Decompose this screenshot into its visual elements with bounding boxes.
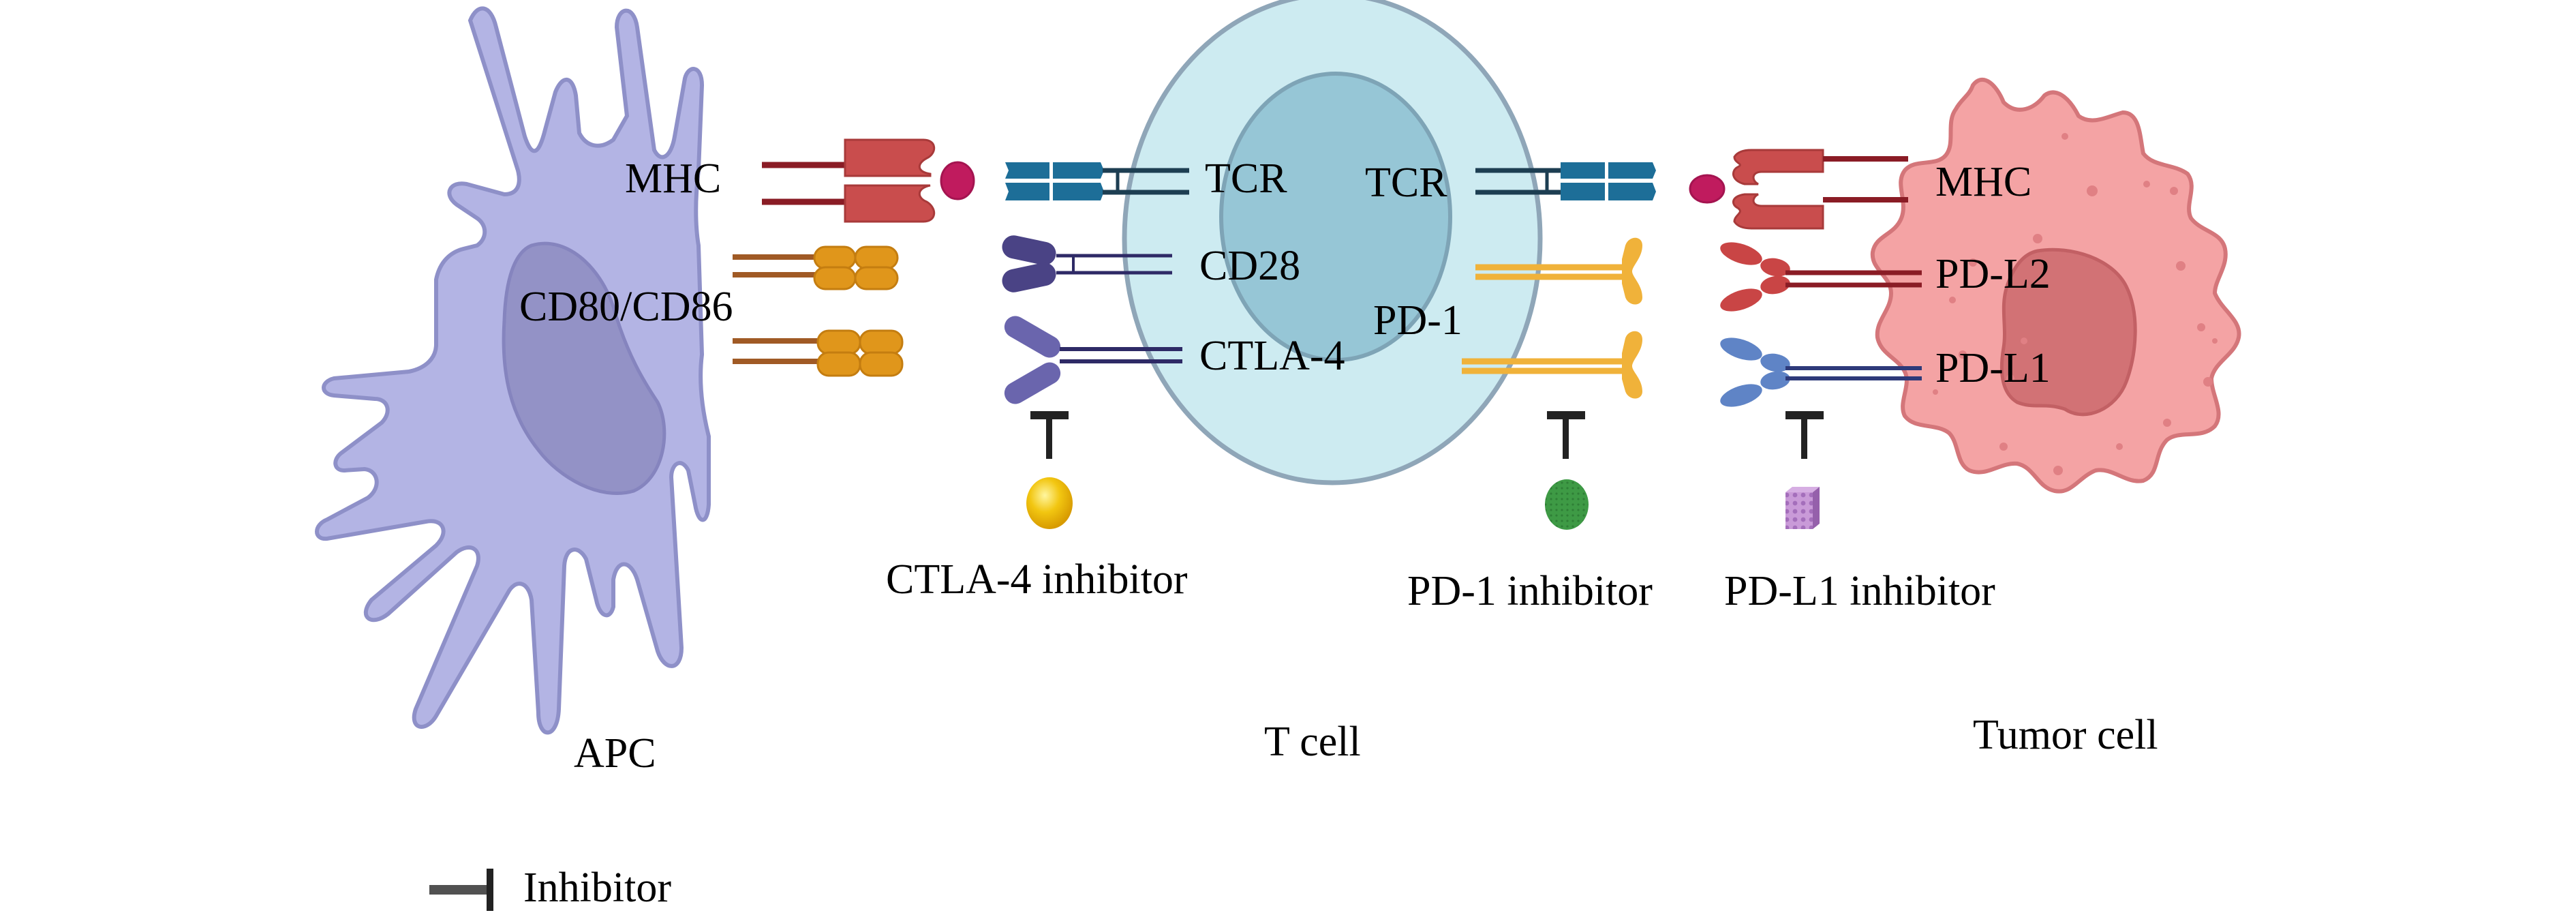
tumor-cell-name-label: Tumor cell bbox=[1973, 712, 2158, 758]
tumor-mhc bbox=[1732, 149, 1908, 230]
pd1-top bbox=[1475, 237, 1642, 305]
legend-inhibitor-tbar-icon bbox=[429, 869, 493, 911]
tumor-cell bbox=[1870, 78, 2241, 494]
pd1-inhibitor-tbar-icon bbox=[1547, 411, 1585, 459]
apc-cd80-cd86-top bbox=[733, 245, 899, 290]
tcr-right bbox=[1475, 162, 1656, 200]
ctla4 bbox=[1004, 316, 1182, 404]
tumor-mhc-label: MHC bbox=[1935, 159, 2031, 205]
yellow-sphere-icon bbox=[1026, 477, 1073, 529]
tcr-right-label: TCR bbox=[1365, 160, 1447, 206]
green-sphere-icon bbox=[1545, 479, 1589, 530]
pd-l2-label: PD-L2 bbox=[1935, 251, 2051, 297]
pd1-inhibitor-label: PD-1 inhibitor bbox=[1407, 568, 1653, 614]
purple-cube-icon bbox=[1785, 487, 1820, 529]
pd-l1 bbox=[1720, 338, 1922, 407]
apc-cd80-cd86-label: CD80/CD86 bbox=[519, 284, 733, 330]
legend-inhibitor-label: Inhibitor bbox=[523, 865, 671, 911]
t-cell bbox=[1122, 0, 1543, 485]
apc-mhc-label: MHC bbox=[625, 155, 721, 202]
tcr-left bbox=[1005, 162, 1189, 200]
cd28 bbox=[1002, 235, 1172, 292]
pd-l1-label: PD-L1 bbox=[1935, 345, 2051, 391]
apc-nucleus bbox=[502, 241, 666, 495]
pdl1-inhibitor-label: PD-L1 inhibitor bbox=[1724, 568, 1995, 614]
apc-cd80-cd86-bottom bbox=[733, 329, 904, 377]
tumor-granules bbox=[1933, 133, 2218, 475]
cd28-label: CD28 bbox=[1199, 243, 1300, 289]
pd-l2 bbox=[1720, 242, 1922, 312]
apc-cell bbox=[315, 6, 711, 735]
tcr-left-label: TCR bbox=[1205, 155, 1287, 202]
ctla4-inhibitor-label: CTLA-4 inhibitor bbox=[886, 556, 1188, 603]
apc-mhc bbox=[762, 138, 936, 223]
apc-name-label: APC bbox=[574, 730, 656, 777]
ctla4-label: CTLA-4 bbox=[1199, 333, 1345, 379]
pdl1-inhibitor-tbar-icon bbox=[1785, 411, 1824, 459]
antigen-right bbox=[1689, 174, 1726, 204]
pd1-bottom bbox=[1462, 331, 1642, 399]
t-cell-nucleus bbox=[1219, 72, 1452, 362]
tumor-nucleus bbox=[1999, 247, 2137, 417]
pd1-label: PD-1 bbox=[1373, 297, 1462, 344]
antigen-left bbox=[940, 161, 975, 200]
ctla4-inhibitor-tbar-icon bbox=[1030, 411, 1069, 459]
t-cell-name-label: T cell bbox=[1264, 719, 1361, 765]
